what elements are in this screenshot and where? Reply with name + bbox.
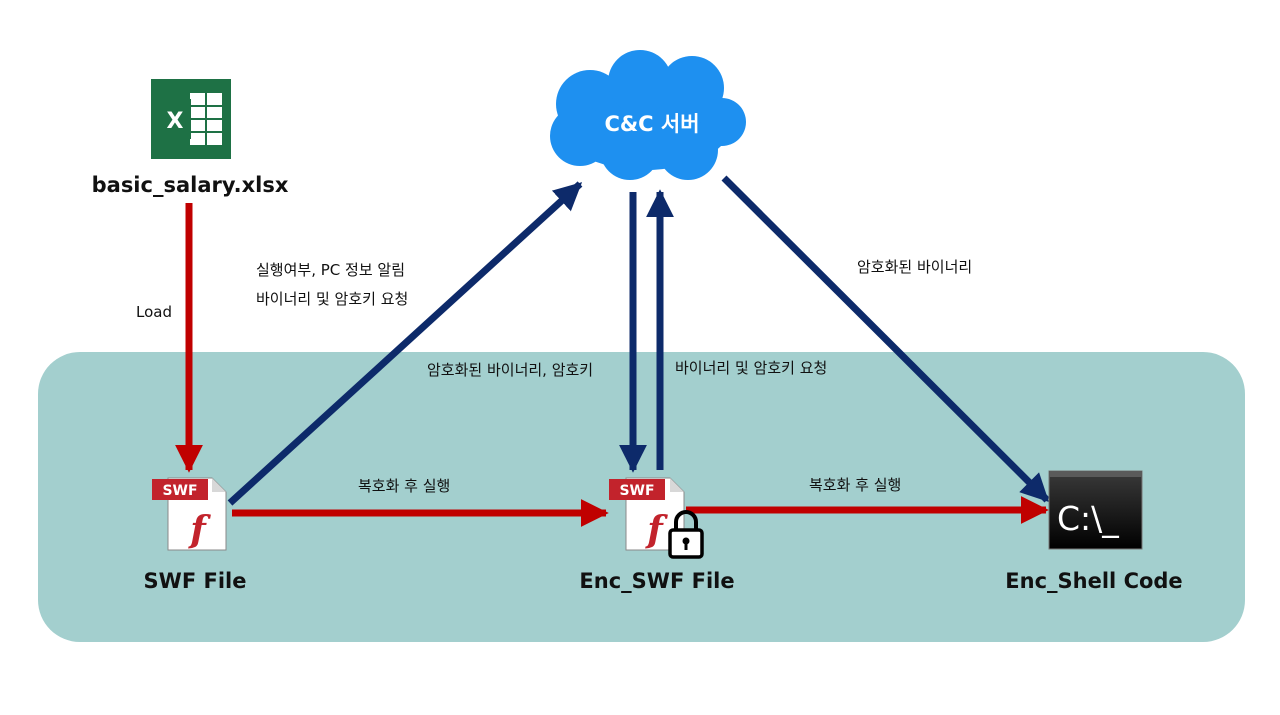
- enc-to-shell-label: 복호화 후 실행: [809, 476, 901, 494]
- cloud-icon: [550, 50, 746, 180]
- swf-to-server-label-line2: 바이너리 및 암호키 요청: [256, 290, 408, 308]
- load-label: Load: [136, 303, 172, 321]
- enc-shell-code-label: Enc_Shell Code: [1005, 569, 1182, 593]
- enc-swf-badge-text: SWF: [619, 483, 654, 499]
- server-to-shell-arrow: [721, 175, 1050, 503]
- server-to-enc-label: 암호화된 바이너리, 암호키: [427, 361, 593, 379]
- swf-file-label: SWF File: [144, 569, 247, 593]
- flash-swf-icon: SWF f: [152, 477, 227, 551]
- excel-file-label: basic_salary.xlsx: [92, 173, 289, 197]
- cmd-prompt-icon: C:\_: [1048, 470, 1143, 550]
- cc-server-label: C&C 서버: [604, 112, 699, 136]
- enc-to-server-label: 바이너리 및 암호키 요청: [675, 359, 827, 377]
- server-to-shell-label: 암호화된 바이너리: [857, 258, 972, 276]
- swf-to-server-label-line1: 실행여부, PC 정보 알림: [256, 261, 405, 279]
- excel-icon-letter: X: [167, 109, 184, 134]
- excel-icon: X: [151, 79, 231, 159]
- swf-to-enc-label: 복호화 후 실행: [358, 477, 450, 495]
- lock-icon: [668, 510, 704, 559]
- enc-swf-file-label: Enc_SWF File: [579, 569, 734, 593]
- cmd-prompt-text: C:\_: [1057, 499, 1119, 538]
- swf-badge-text: SWF: [162, 483, 197, 499]
- swf-to-server-arrow: [227, 181, 583, 506]
